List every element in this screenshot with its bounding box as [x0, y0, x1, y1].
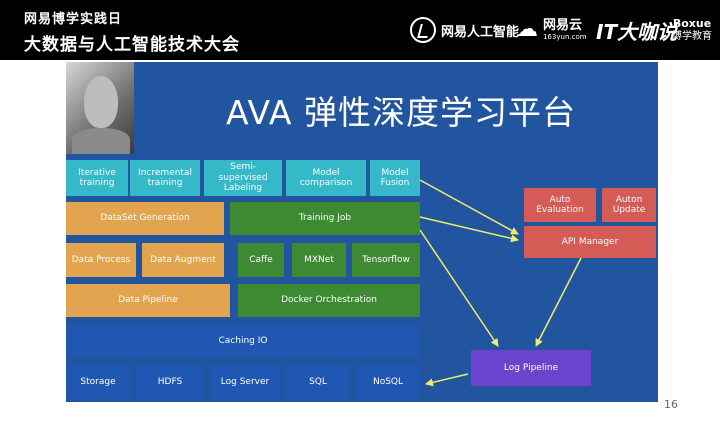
- boxue-logo: Boxue 博学教育: [672, 0, 712, 60]
- portrait-photo: [66, 62, 134, 154]
- arrow-training-job-to-api-manager: [419, 216, 519, 243]
- boxue-label: Boxue: [672, 17, 712, 30]
- data-process-box: Data Process: [66, 243, 136, 277]
- it-daka-label: IT大咖说: [596, 19, 678, 44]
- page-number: 16: [664, 398, 678, 411]
- tensorflow-box: Tensorflow: [352, 243, 420, 277]
- training-job-box: Training Job: [230, 202, 420, 235]
- netease-ai-icon: [410, 17, 436, 43]
- netease-ai-label: 网易人工智能: [441, 24, 520, 40]
- caffe-box: Caffe: [238, 243, 284, 277]
- arrow-training-job-to-log-pipeline: [419, 229, 499, 347]
- arrow-model-fusion-to-api-manager: [419, 179, 519, 235]
- arrow-api-manager-to-log-pipeline: [535, 257, 582, 347]
- event-subtitle: 网易博学实践日: [24, 12, 123, 27]
- caching-io-box: Caching IO: [66, 324, 420, 358]
- event-header: 网易博学实践日 大数据与人工智能技术大会 网易人工智能 ☁ 网易云 163yun…: [0, 0, 720, 60]
- boxue-sub-label: 博学教育: [672, 31, 712, 42]
- log-pipeline-box: Log Pipeline: [471, 350, 591, 386]
- log-server-box: Log Server: [210, 365, 280, 399]
- data-pipeline-box: Data Pipeline: [66, 284, 230, 317]
- hdfs-box: HDFS: [136, 365, 204, 399]
- netease-cloud-label: 网易云: [543, 18, 583, 33]
- slide-title: AVA 弹性深度学习平台: [226, 93, 576, 132]
- netease-cloud-url: 163yun.com: [543, 33, 587, 41]
- model-comparison-box: Model comparison: [286, 160, 366, 196]
- cloud-icon: ☁: [516, 17, 538, 42]
- event-title: 大数据与人工智能技术大会: [24, 35, 240, 55]
- incremental-training-box: Incremental training: [130, 160, 200, 196]
- model-fusion-box: Model Fusion: [370, 160, 420, 196]
- arrow-log-pipeline-to-nosql: [425, 373, 469, 387]
- dataset-generation-box: DataSet Generation: [66, 202, 224, 235]
- nosql-box: NoSQL: [356, 365, 420, 399]
- docker-orchestration-box: Docker Orchestration: [238, 284, 420, 317]
- netease-cloud-logo: ☁ 网易云 163yun.com: [516, 0, 587, 60]
- auto-evaluation-box: Auto Evaluation: [524, 188, 596, 222]
- architecture-slide: AVA 弹性深度学习平台 Iterative training Incremen…: [66, 62, 658, 402]
- iterative-training-box: Iterative training: [66, 160, 128, 196]
- api-manager-box: API Manager: [524, 226, 656, 258]
- mxnet-box: MXNet: [292, 243, 346, 277]
- auto-update-box: Auton Update: [602, 188, 656, 222]
- it-daka-logo: IT大咖说: [596, 0, 677, 60]
- data-augment-box: Data Augment: [142, 243, 224, 277]
- semi-supervised-labeling-box: Semi-supervised Labeling: [204, 160, 282, 196]
- storage-box: Storage: [66, 365, 130, 399]
- sql-box: SQL: [286, 365, 350, 399]
- netease-ai-logo: 网易人工智能: [410, 0, 519, 60]
